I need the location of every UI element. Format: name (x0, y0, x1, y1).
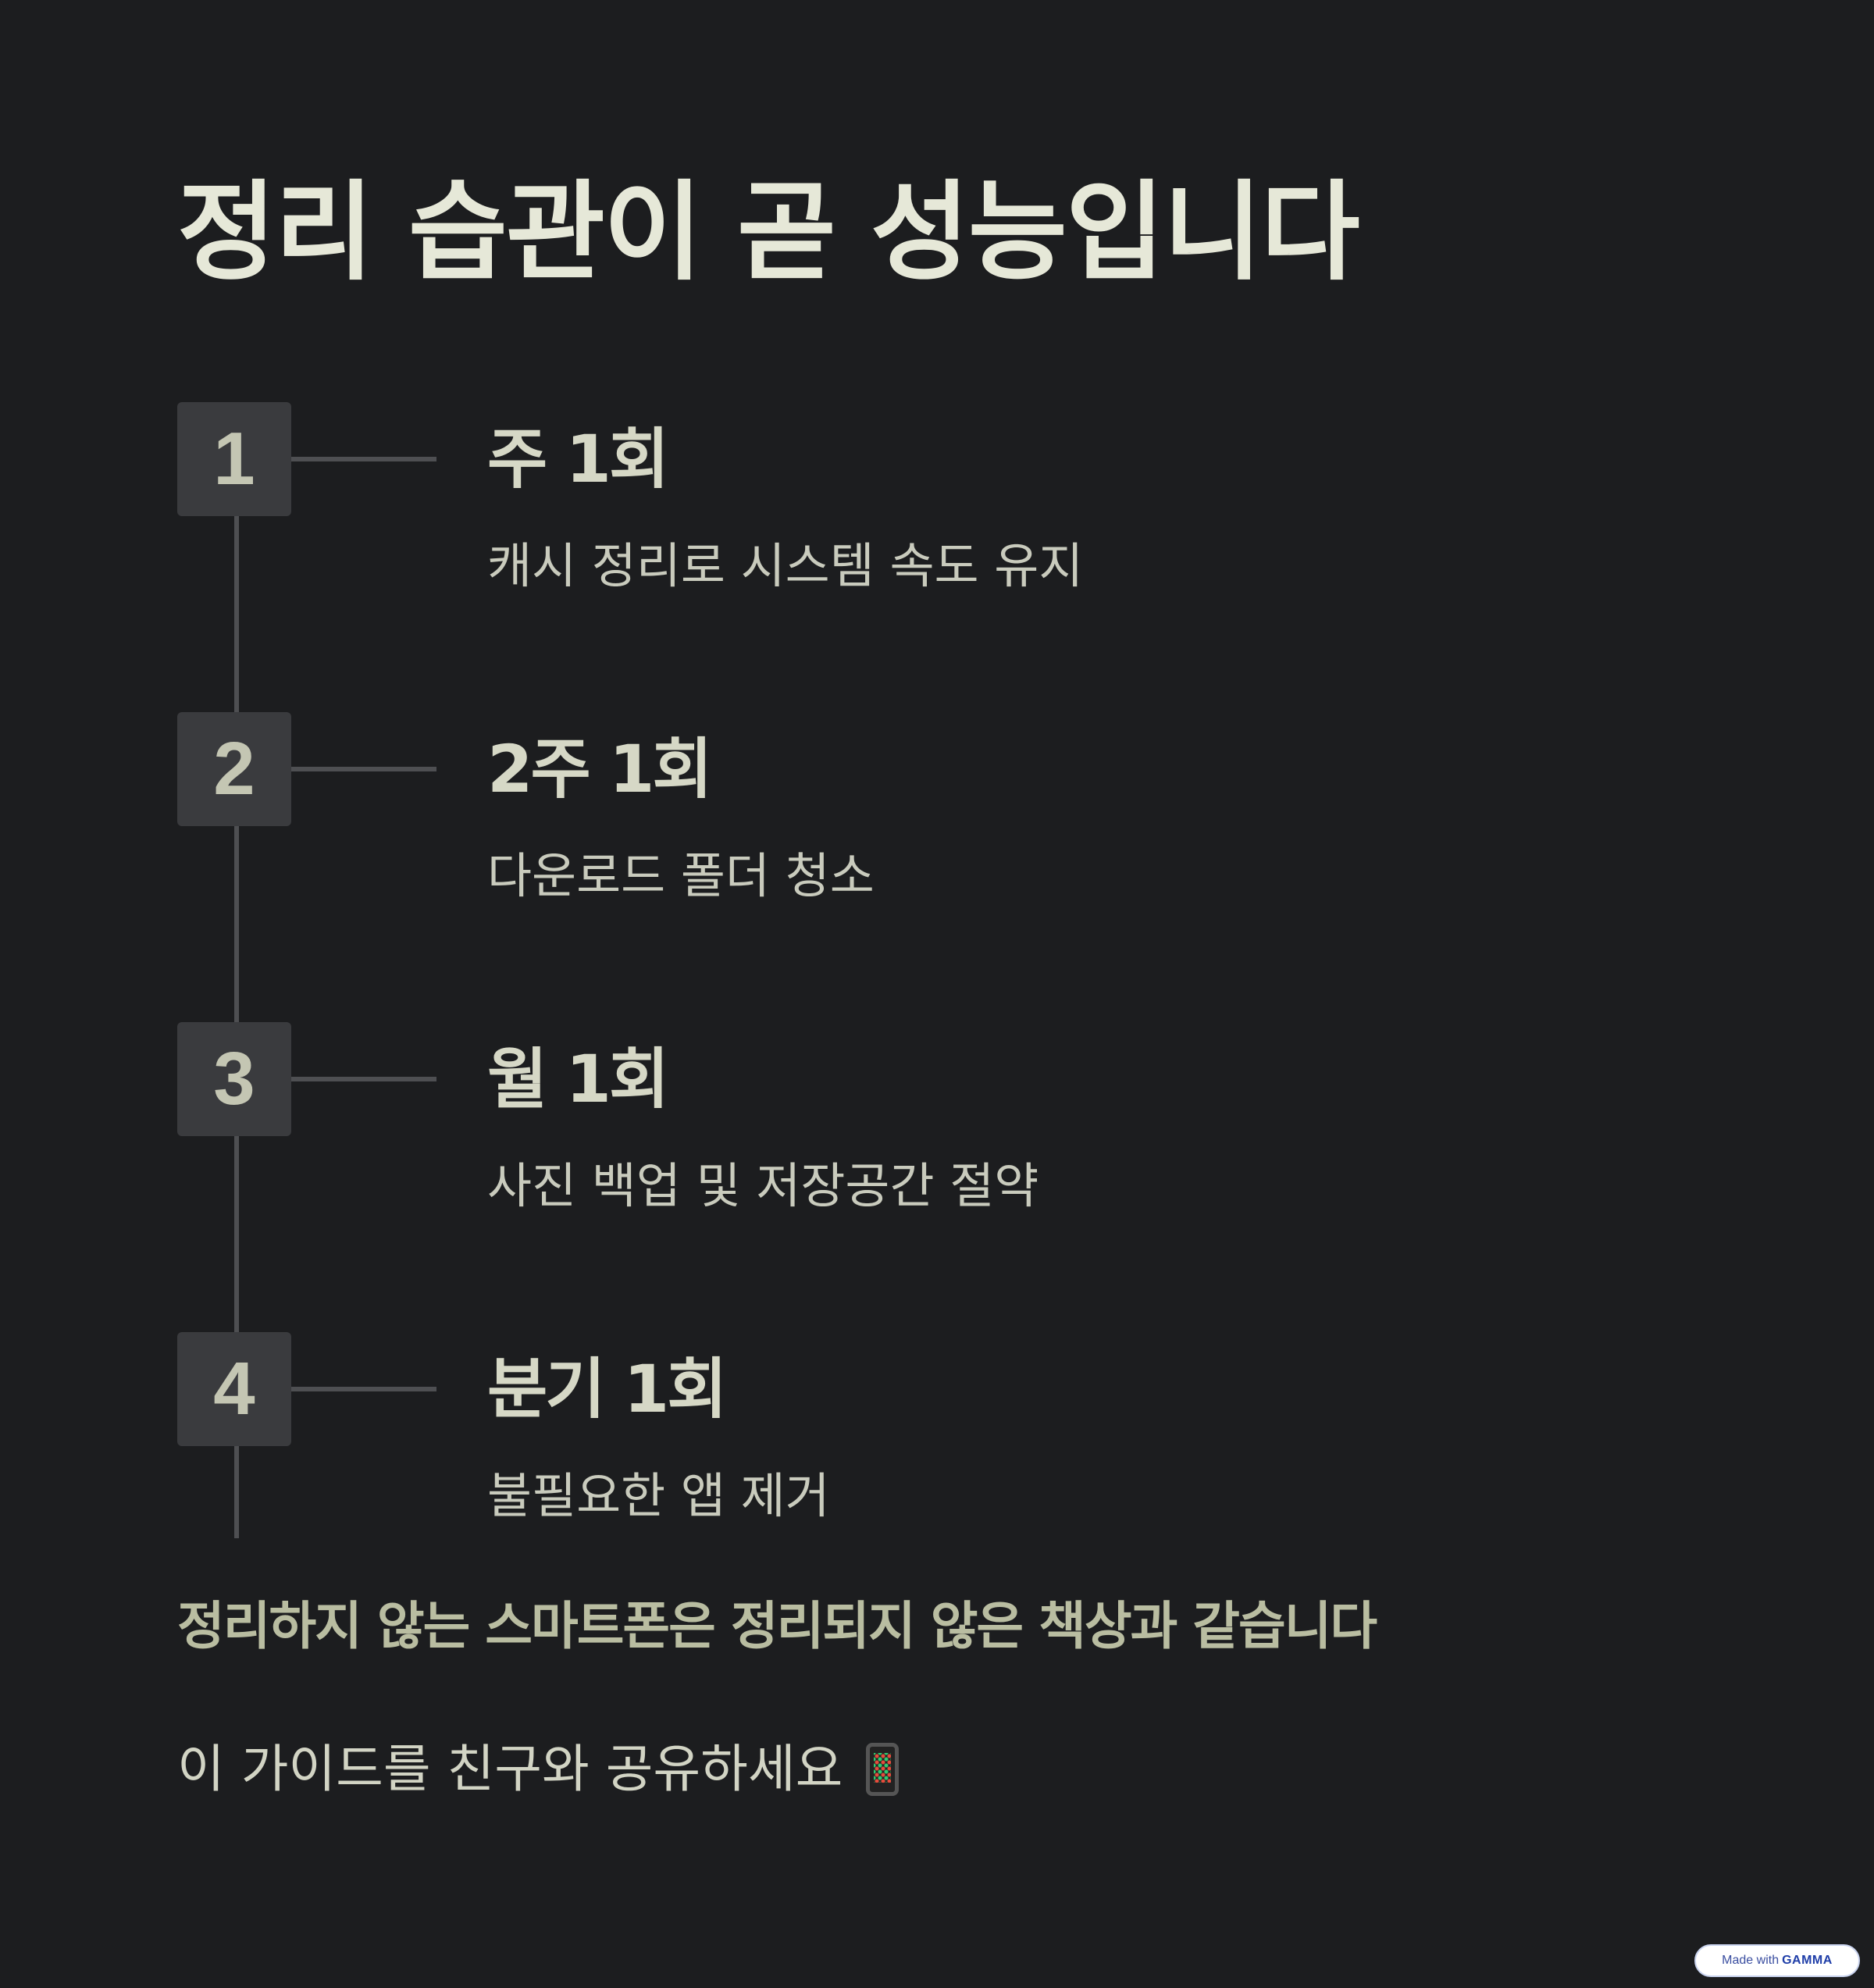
step-number-badge: 3 (177, 1022, 291, 1136)
step-connector (291, 767, 436, 771)
step-title: 월 1회 (487, 1041, 669, 1117)
step-title: 분기 1회 (487, 1351, 728, 1427)
timeline-step-2: 2 2주 1회 다운로드 폴더 청소 (0, 0, 1874, 900)
step-connector (291, 457, 436, 461)
step-connector (291, 1077, 436, 1081)
timeline-step-4: 4 분기 1회 불필요한 앱 제거 (0, 0, 1874, 1520)
timeline-step-3: 3 월 1회 사진 백업 및 저장공간 절약 (0, 0, 1874, 1210)
badge-prefix: Made with (1722, 1954, 1780, 1967)
made-with-gamma-badge[interactable]: Made with GAMMA (1694, 1944, 1860, 1977)
step-number-badge: 1 (177, 402, 291, 516)
timeline-line (234, 468, 239, 1538)
page-title: 정리 습관이 곧 성능입니다 (177, 169, 1360, 295)
timeline-step-1: 1 주 1회 캐시 정리로 시스템 속도 유지 (0, 0, 1874, 590)
step-title: 2주 1회 (487, 731, 713, 807)
step-description: 캐시 정리로 시스템 속도 유지 (487, 537, 1084, 594)
step-description: 다운로드 폴더 청소 (487, 847, 875, 904)
share-text: 이 가이드를 친구와 공유하세요 (177, 1739, 843, 1799)
gamma-logo: GAMMA (1782, 1954, 1833, 1967)
step-number-badge: 2 (177, 712, 291, 826)
share-callout: 이 가이드를 친구와 공유하세요 (177, 1739, 900, 1799)
step-title: 주 1회 (487, 421, 669, 497)
emphasis-text: 정리하지 않는 스마트폰은 정리되지 않은 책상과 같습니다 (177, 1596, 1377, 1656)
step-description: 불필요한 앱 제거 (487, 1467, 830, 1524)
step-connector (291, 1387, 436, 1391)
step-number-badge: 4 (177, 1332, 291, 1446)
step-description: 사진 백업 및 저장공간 절약 (487, 1157, 1039, 1214)
mobile-phone-icon (866, 1743, 900, 1796)
